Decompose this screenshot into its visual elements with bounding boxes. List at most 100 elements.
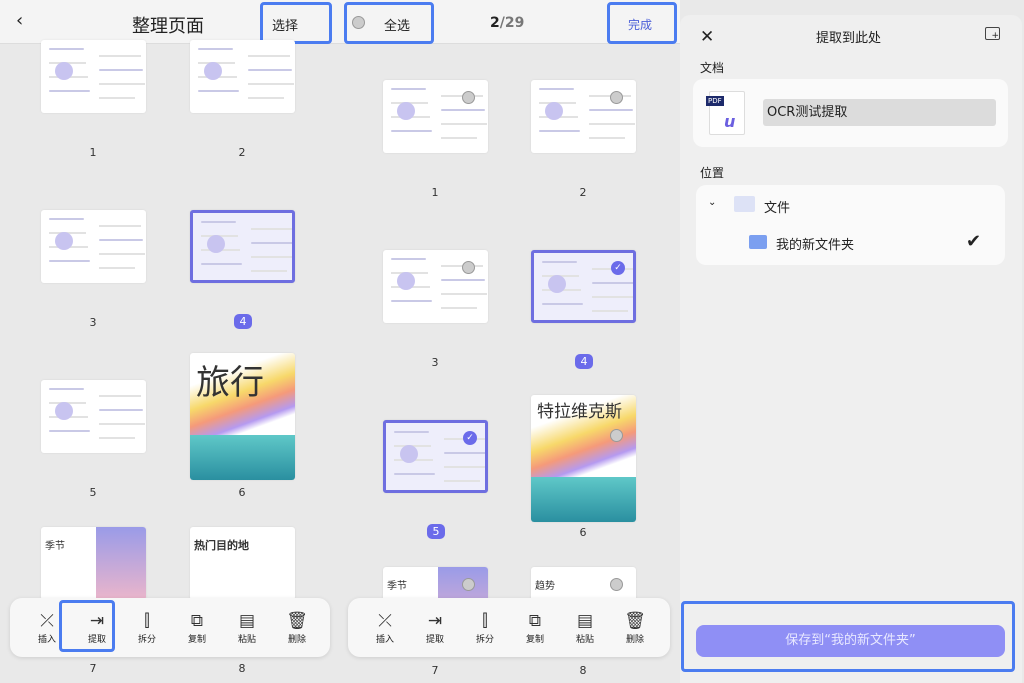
toolbar-button-label: 拆分 [137,635,156,645]
text-line [99,69,143,71]
text-line [248,83,294,85]
panel-title: 提取到此处 [816,31,882,46]
page-select-radio[interactable] [462,91,475,104]
pdf-badge: PDF [706,96,724,106]
toolbar-button-3[interactable]: ⧉复制 [510,610,560,645]
text-line [441,279,485,281]
text-line [441,307,477,309]
select-all-radio[interactable] [352,16,365,29]
left-toolbar: ⤫插入⇥提取⫿拆分 ⧉ 复制 ▤粘贴🗑删除 [10,598,330,657]
text-line [391,300,432,302]
text-line [99,253,145,255]
extract-icon: ⇥ [89,611,105,631]
page-title-text: 季节 [387,581,407,592]
text-line [201,263,242,265]
toolbar-button-label: 复制 [187,635,206,645]
select-button[interactable]: 选择 [272,19,299,34]
doc-section-label: 文档 [700,61,725,75]
done-button[interactable]: 完成 [628,18,653,32]
text-line [592,310,628,312]
folder-row-new-folder[interactable]: 我的新文件夹 ✔ [696,229,1005,259]
text-line [539,88,574,90]
paste-icon: ▤ [576,611,594,631]
save-button[interactable]: 保存到“我的新文件夹” [696,625,1005,657]
text-line [441,293,487,295]
text-line [99,55,141,57]
page-thumbnail[interactable]: 热门目的地 [190,527,295,600]
page-thumbnail[interactable] [383,420,488,493]
select-all-button[interactable]: 全选 [384,19,411,34]
toolbar-button-2[interactable]: ⫿拆分 [122,610,172,645]
toolbar-button-label: 粘贴 [237,635,256,645]
folder-icon [749,235,767,249]
text-line [49,260,90,262]
toolbar-button-0[interactable]: ⤫插入 [360,610,410,645]
page-thumbnail[interactable] [531,80,636,153]
page-thumbnail[interactable] [41,380,146,453]
page-thumbnail[interactable] [41,40,146,113]
page-counter: 2/29 [490,15,524,31]
diagram [397,272,415,290]
text-line [49,48,84,50]
diagram [545,102,563,120]
close-icon[interactable]: ✕ [700,27,715,47]
highlight-done [607,2,677,44]
page-number: 2 [579,186,587,199]
page-thumbnail[interactable] [190,40,295,113]
toolbar-button-0[interactable]: ⤫插入 [22,610,72,645]
page-number: 6 [238,486,246,499]
toolbar-button-5[interactable]: 🗑删除 [610,610,660,645]
text-line [99,97,135,99]
page-thumbnail[interactable] [41,210,146,283]
page-thumbnail[interactable]: 季节 [41,527,146,600]
page-thumbnail[interactable]: 旅行 [190,353,295,480]
text-line [201,221,236,223]
text-line [391,130,432,132]
text-line [444,466,485,468]
text-line [251,242,292,244]
diagram [400,445,418,463]
page-select-radio[interactable] [610,429,623,442]
page-select-radio[interactable] [462,578,475,591]
highlight-extract [59,600,115,652]
copy-icon: ⧉ [190,611,204,631]
selected-check-icon[interactable]: ✓ [463,431,477,445]
selected-check-icon[interactable]: ✓ [611,261,625,275]
page-thumbnail[interactable] [383,250,488,323]
file-name-input[interactable]: OCR测试提取 [763,99,996,126]
document-card: PDF u OCR测试提取 [693,79,1008,147]
text-line [589,123,635,125]
page-thumbnail[interactable]: 特拉维克斯 [531,395,636,522]
insert-icon: ⤫ [378,611,392,631]
toolbar-button-4[interactable]: ▤粘贴 [222,610,272,645]
text-line [99,225,141,227]
toolbar-button-4[interactable]: ▤粘贴 [560,610,610,645]
split-icon: ⫿ [482,611,488,631]
extract-button[interactable]: ⇥提取 [410,610,460,645]
text-line [592,296,633,298]
page-number: 7 [431,664,439,677]
left-header: ‹ 整理页面 选择 [0,0,340,44]
toolbar-button-5[interactable]: 🗑删除 [272,610,322,645]
text-line [248,97,284,99]
page-select-radio[interactable] [610,91,623,104]
page-select-radio[interactable] [462,261,475,274]
toolbar-button-label: 删除 [625,635,644,645]
toolbar-button-2[interactable]: ⫿拆分 [460,610,510,645]
page-thumbnail[interactable] [383,80,488,153]
chevron-down-icon[interactable]: ⌄ [708,197,717,208]
page-number: 5 [427,524,445,539]
new-folder-icon[interactable]: + [985,27,1000,41]
back-button[interactable]: ‹ [16,10,24,31]
page-thumbnail[interactable] [190,210,295,283]
page-title-text: 特拉维克斯 [537,402,622,422]
text-line [99,409,143,411]
folder-row-files[interactable]: ⌄ 文件 [696,191,1005,221]
toolbar-button-3[interactable]: ⧉ 复制 [172,610,222,645]
page-title-text: 热门目的地 [194,539,249,552]
extract-button[interactable]: ⇥提取 [72,610,122,645]
page-select-radio[interactable] [610,578,623,591]
text-line [542,303,583,305]
delete-icon: 🗑 [286,611,308,631]
text-line [251,256,292,258]
